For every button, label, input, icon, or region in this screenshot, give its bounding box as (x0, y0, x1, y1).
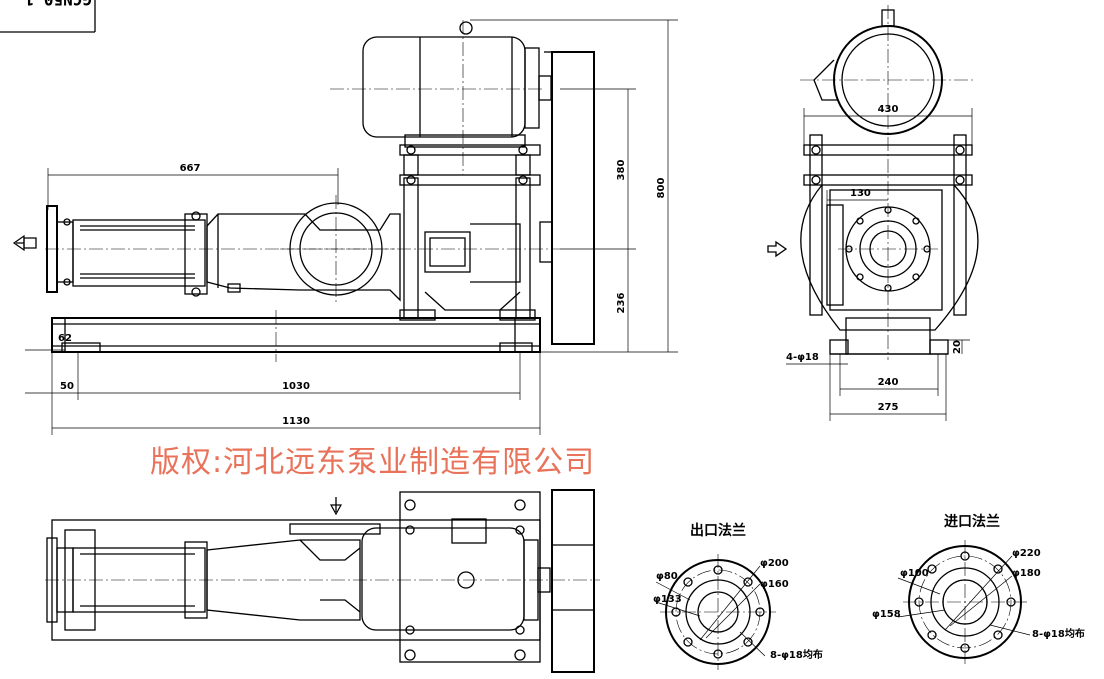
outlet-d160: φ160 (760, 579, 789, 590)
motor-top (361, 527, 525, 631)
pump-casing-side (829, 189, 943, 311)
top-frame (399, 491, 541, 663)
copyright-watermark: 版权:河北远东泵业制造有限公司 (150, 445, 595, 480)
dim-236: 236 (616, 293, 627, 314)
dim-240: 240 (878, 377, 899, 388)
top-view (45, 489, 600, 673)
inlet-d100: φ100 (900, 568, 929, 579)
front-base (51, 317, 541, 353)
inlet-arrow-side (767, 240, 788, 258)
dim-1030: 1030 (282, 381, 310, 392)
outlet-d133: φ133 (653, 594, 682, 605)
outlet-holes: 8-φ18均布 (770, 648, 823, 661)
dim-275: 275 (878, 402, 899, 413)
inlet-d158: φ158 (872, 609, 901, 620)
belt-guard-top (551, 489, 595, 673)
outlet-flange-title: 出口法兰 (690, 522, 746, 539)
belt-guard-side (800, 184, 979, 331)
motor (362, 36, 526, 138)
inlet-flange-title: 进口法兰 (944, 513, 1000, 530)
dim-130: 130 (850, 188, 871, 199)
bearing-housing (424, 231, 471, 273)
inlet-d220: φ220 (1012, 548, 1041, 559)
dim-380: 380 (616, 160, 627, 181)
inlet-holes: 8-φ18均布 (1032, 627, 1085, 640)
side-view: 430 130 4-φ18 20 240 275 (767, 5, 979, 421)
dim-430: 430 (878, 104, 899, 115)
pump-body (206, 213, 401, 302)
inlet-flange-detail: 进口法兰 φ220 φ180 φ100 φ158 8-φ18均布 (872, 513, 1085, 664)
dim-667: 667 (180, 163, 201, 174)
front-view: 667 380 236 800 62 50 1030 1130 (12, 19, 678, 435)
dim-holes: 4-φ18 (786, 352, 819, 363)
outlet-flange-detail: 出口法兰 φ200 φ160 φ80 φ133 8-φ18均布 (653, 522, 823, 670)
title-block: GCN50-1 (0, 0, 96, 33)
dim-62: 62 (58, 333, 72, 344)
dim-1130: 1130 (282, 416, 310, 427)
dim-800: 800 (656, 178, 667, 199)
dim-20: 20 (952, 340, 963, 354)
outlet-d80: φ80 (656, 571, 678, 582)
stator (72, 219, 206, 287)
belt-guard (551, 51, 595, 345)
dim-50: 50 (60, 381, 74, 392)
outlet-d200: φ200 (760, 558, 789, 569)
inlet-d180: φ180 (1012, 568, 1041, 579)
model-code: GCN50-1 (25, 0, 92, 9)
